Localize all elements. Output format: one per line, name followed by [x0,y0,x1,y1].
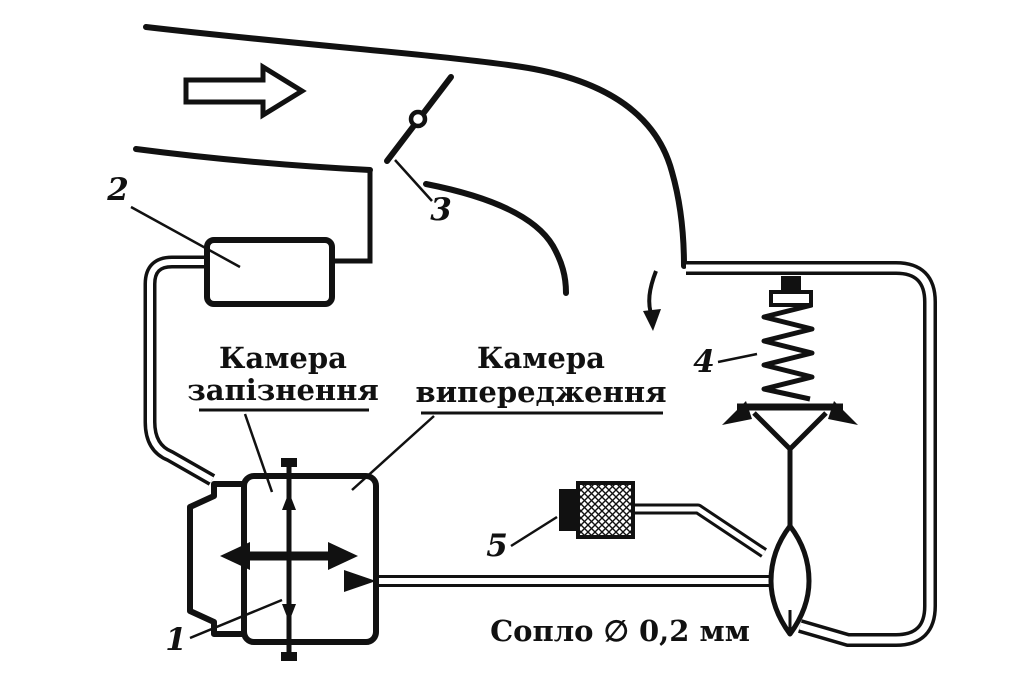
leader-part3 [394,159,433,202]
valve-spring [761,302,815,402]
diaphragm-rod-icon [282,492,296,622]
part-label-4: 4 [693,344,715,380]
leader-part2 [130,205,241,269]
pipe-manifold-loop [686,261,937,647]
duct-inner-elbow [423,181,569,296]
valve-flange [769,290,813,307]
vacuum-diaphragm-unit [187,458,379,661]
duct-outer-wall [143,24,687,269]
retard-chamber-label-line1: Камера [219,341,347,375]
filter-component [559,481,635,539]
part-label-3: 3 [430,192,452,228]
part-label-1: 1 [165,622,187,658]
leader-lines [130,159,758,640]
valve-cap [781,276,801,292]
seat-flare-left [722,401,752,425]
intake-duct [133,24,687,296]
valve-cone [752,411,828,452]
filter-body [576,481,635,539]
advance-chamber-label-line2: випередження [415,375,666,409]
part-label-2: 2 [106,172,129,208]
throttle-valve [384,74,454,164]
throttle-pivot [408,109,428,129]
advance-chamber-label-line1: Камера [477,341,605,375]
airflow-arrow-icon [183,62,307,120]
downflow-arrow-icon [643,270,661,331]
tube-filter-to-nozzle [632,503,768,558]
vacuum-tap-port [327,167,373,264]
flow-arrow-icon [344,570,376,592]
spring-valve-component [722,276,858,540]
leader-part4 [717,352,758,364]
diaphragm-clamp-top [281,458,297,467]
nozzle-caption: Сопло ∅ 0,2 мм [490,614,750,648]
hose-valve2-to-unit [143,255,216,486]
diaphragm-clamp-bottom [281,652,297,661]
seat-flare-right [828,401,858,425]
retard-chamber-label-line2: запізнення [187,373,379,407]
leader-part5 [510,515,558,548]
filter-cap [559,489,578,531]
duct-lower-wall [133,146,373,173]
nozzle-spindle [768,523,812,637]
leader-retard-chamber [243,413,274,493]
delay-valve-component [204,237,335,307]
leader-part1 [189,598,283,640]
leader-advance-chamber [351,415,435,491]
retard-chamber-housing [187,481,247,637]
part-label-5: 5 [486,528,508,564]
